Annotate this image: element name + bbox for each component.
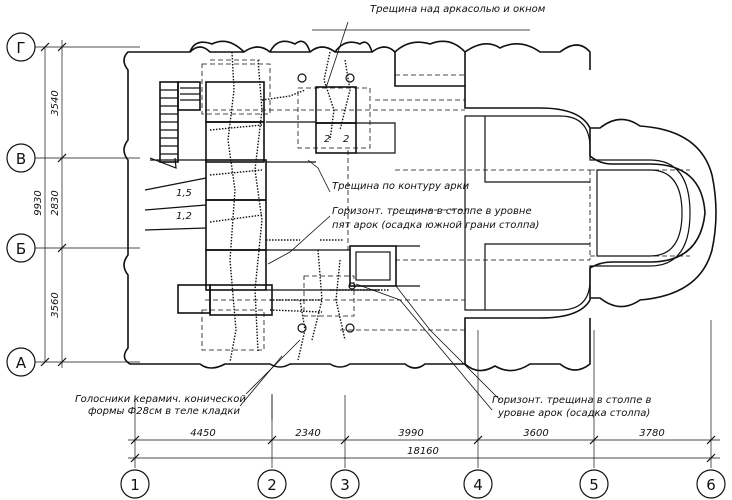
col-dim-total: 18160 [407, 446, 439, 457]
annotation-horiz-2-line-2: уровне арок (осадка столпа) [497, 408, 650, 419]
mark-2-a: 2 [324, 134, 330, 145]
axis-label-3: 3 [340, 476, 350, 494]
axis-marker-v [6, 143, 36, 173]
leader-lines [239, 21, 530, 420]
axis-label-v: В [16, 150, 26, 168]
axis-label-a: А [16, 354, 27, 372]
row-axis-lines [35, 46, 140, 363]
row-dim-2: 2830 [50, 190, 61, 215]
axis-label-5: 5 [589, 476, 599, 494]
annotation-golosniki-line-1: Голосники керамич. конической [75, 394, 246, 405]
axis-marker-b [6, 233, 36, 263]
col-dim-3: 3990 [398, 428, 423, 439]
axis-label-4: 4 [473, 476, 483, 494]
axis-label-b: Б [16, 240, 26, 258]
axis-label-2: 2 [267, 476, 277, 494]
row-dimension-lines [40, 40, 67, 368]
axis-label-1: 1 [130, 476, 140, 494]
row-dim-3: 3560 [50, 292, 61, 317]
row-dim-1: 3540 [50, 90, 61, 115]
dimension-texts: 3540 2830 3560 9930 4450 2340 3990 3600 … [33, 90, 665, 457]
axis-label-g: Г [16, 39, 25, 57]
row-axis-markers: Г В Б А [6, 32, 36, 377]
pillars [144, 81, 420, 316]
golosniki-voids [297, 73, 356, 333]
column-axis-markers: 1 2 3 4 5 6 [120, 469, 726, 499]
mark-1-5: 1,5 [176, 188, 192, 199]
annotation-horiz-1-line-1: Горизонт. трещина в столпе в уровне [332, 206, 532, 217]
pillar-south-east [349, 245, 397, 287]
annotation-crack-arch: Трещина по контуру арки [332, 181, 470, 192]
axis-label-6: 6 [706, 476, 716, 494]
interior-dashed-lines [201, 59, 690, 351]
annotation-crack-top: Трещина над аркасолью и окном [370, 4, 546, 15]
axis-marker-g [6, 32, 36, 62]
row-dim-total: 9930 [33, 190, 44, 215]
mark-2-b: 2 [343, 134, 349, 145]
axis-marker-a [6, 347, 36, 377]
building-outline [123, 40, 717, 372]
col-dim-2: 2340 [295, 428, 320, 439]
col-dim-1: 4450 [190, 428, 215, 439]
mark-1-2: 1,2 [176, 211, 192, 222]
annotation-horiz-1-line-2: пят арок (осадка южной грани столпа) [332, 220, 539, 231]
annotation-horiz-2-line-1: Горизонт. трещина в столпе в [492, 395, 652, 406]
column-dimension-lines [128, 435, 720, 463]
annotation-golosniki-line-2: формы Ф28см в теле кладки [88, 406, 240, 417]
col-dim-4: 3600 [523, 428, 548, 439]
col-dim-5: 3780 [639, 428, 664, 439]
